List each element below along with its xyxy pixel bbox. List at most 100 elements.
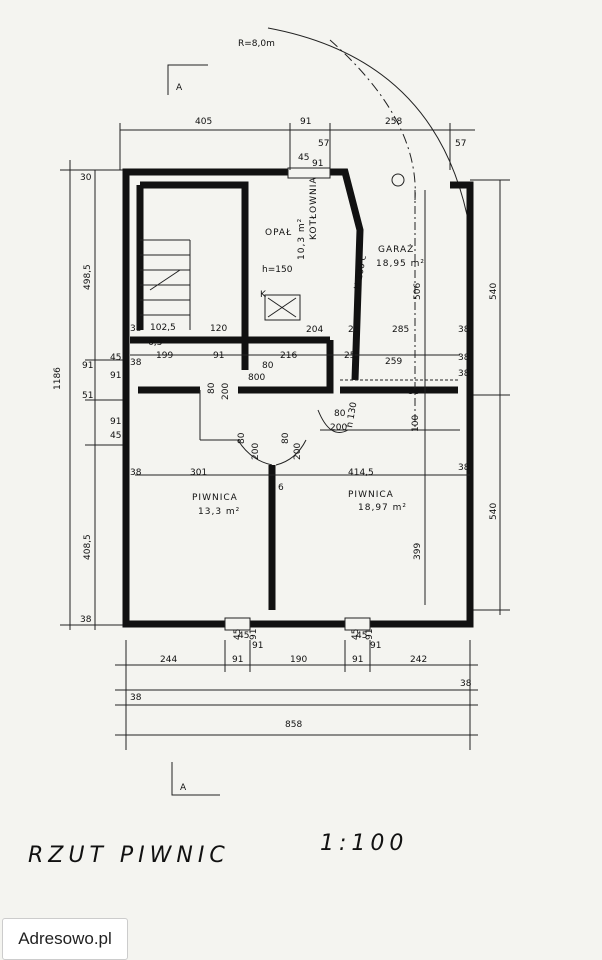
dim-199: 199 xyxy=(156,351,173,361)
bottom-dim-858: 858 xyxy=(285,720,302,730)
plan-title: RZUT PIWNIC xyxy=(28,843,230,868)
dim-38h: 38 xyxy=(130,358,142,368)
room-garaz-area: 18,95 m² xyxy=(376,259,425,269)
marker-circle xyxy=(391,173,405,187)
top-dim-258: 258 xyxy=(385,117,402,127)
right-dim-540a: 540 xyxy=(489,283,499,300)
bottom-dim-91d: 91 xyxy=(370,641,381,651)
dim-506: 506 xyxy=(413,283,423,300)
watermark-logo: Adresowo.pl xyxy=(2,918,128,960)
dim-1025: 102,5 xyxy=(150,323,176,333)
dim-80d: 80 xyxy=(281,432,291,444)
dim-38f: 38 xyxy=(458,369,470,379)
dim-80e: 80 xyxy=(334,409,346,419)
boiler xyxy=(264,294,301,321)
dim-63: 6,3 xyxy=(148,338,162,348)
section-mark-top: A xyxy=(176,83,183,93)
left-dim-45b: 45 xyxy=(110,431,121,441)
dim-38c: 38 xyxy=(408,387,420,397)
radius-arc xyxy=(267,27,471,231)
inner-walls xyxy=(130,181,458,610)
door-arc-garage xyxy=(317,409,349,433)
bottom-dim-45a: 45 xyxy=(238,631,249,641)
bottom-dim-38b: 38 xyxy=(460,679,472,689)
dim-38d: 38 xyxy=(130,468,142,478)
top-dim-57b: 57 xyxy=(455,139,466,149)
axis-arc xyxy=(329,39,416,201)
room-piwnica-2: PIWNICA xyxy=(348,490,394,500)
left-dim-408: 408,5 xyxy=(83,534,93,560)
annot-h150: h=150 xyxy=(262,265,293,275)
room-piwnica-1-area: 13,3 m² xyxy=(198,507,240,517)
left-dim-30: 30 xyxy=(80,173,92,183)
annot-k: K xyxy=(260,290,267,300)
left-dim-1186: 1186 xyxy=(53,367,63,390)
dim-200a: 200 xyxy=(221,383,231,400)
dim-259: 259 xyxy=(385,357,402,367)
top-dim-57a: 57 xyxy=(318,139,329,149)
outer-wall xyxy=(122,168,474,628)
room-garaz: GARAŻ xyxy=(378,244,414,255)
dim-38e: 38 xyxy=(458,353,470,363)
annot-h100: H 100 c xyxy=(353,255,369,291)
left-dim-45a: 45 xyxy=(110,353,121,363)
door-arc-left xyxy=(237,439,273,466)
top-dim-91b: 91 xyxy=(312,159,323,169)
plan-scale: 1:100 xyxy=(320,831,408,856)
dim-4145: 414,5 xyxy=(348,468,374,478)
dim-45d: 45 xyxy=(351,629,361,640)
bottom-dim-190: 190 xyxy=(290,655,307,665)
left-dim-498: 498,5 xyxy=(83,264,93,290)
dim-91d: 91 xyxy=(249,629,259,640)
room-piwnica-2-area: 18,97 m² xyxy=(358,503,407,513)
dim-38a: 38 xyxy=(130,324,142,334)
right-dim-540b: 540 xyxy=(489,503,499,520)
dim-301: 301 xyxy=(190,468,207,478)
dim-91c: 91 xyxy=(213,351,224,361)
dim-80a: 80 xyxy=(262,361,274,371)
door-arc-right xyxy=(275,439,307,466)
dim-38b: 38 xyxy=(458,325,470,335)
dim-91e: 91 xyxy=(365,629,375,640)
left-dim-91c: 91 xyxy=(110,417,121,427)
room-piwnica-1: PIWNICA xyxy=(192,493,238,503)
left-dim-51: 51 xyxy=(82,391,93,401)
radius-note: R=8,0m xyxy=(238,39,275,49)
bottom-dim-91c: 91 xyxy=(252,641,263,651)
bottom-dim-38a: 38 xyxy=(130,693,142,703)
dim-6: 6 xyxy=(278,483,284,493)
dim-200b: 200 xyxy=(251,443,261,460)
annot-h130: h 130 xyxy=(345,401,359,428)
bottom-dim-91b: 91 xyxy=(352,655,363,665)
dim-38g: 38 xyxy=(458,463,470,473)
dim-45c: 45 xyxy=(233,629,243,640)
dim-800: 800 xyxy=(248,373,265,383)
room-kotlownia-area: 10,3 m² xyxy=(297,218,307,260)
dim-204: 204 xyxy=(306,325,323,335)
dim-285: 285 xyxy=(392,325,409,335)
stairs xyxy=(140,239,191,330)
left-dim-38: 38 xyxy=(80,615,92,625)
dim-80c: 80 xyxy=(237,432,247,444)
left-dim-91b: 91 xyxy=(110,371,121,381)
room-opal: OPAŁ xyxy=(265,228,292,238)
bottom-dim-91a: 91 xyxy=(232,655,243,665)
dim-200d: 200 xyxy=(330,423,347,433)
section-mark-bottom: A xyxy=(180,783,187,793)
dim-25b: 25 xyxy=(344,351,355,361)
dim-100: 100 xyxy=(411,415,421,432)
top-dim-91: 91 xyxy=(300,117,311,127)
dim-200c: 200 xyxy=(293,443,303,460)
bottom-dim-45b: 45 xyxy=(356,631,367,641)
bottom-dim-244: 244 xyxy=(160,655,177,665)
left-dim-91a: 91 xyxy=(82,361,93,371)
dim-399: 399 xyxy=(413,543,423,560)
section-mark-bottom-shape xyxy=(171,762,220,796)
top-dim-405: 405 xyxy=(195,117,212,127)
section-mark-top-shape xyxy=(167,64,208,95)
top-dim-45: 45 xyxy=(298,153,309,163)
dim-25a: 25 xyxy=(348,325,359,335)
dim-120: 120 xyxy=(210,324,227,334)
bottom-dim-242: 242 xyxy=(410,655,427,665)
